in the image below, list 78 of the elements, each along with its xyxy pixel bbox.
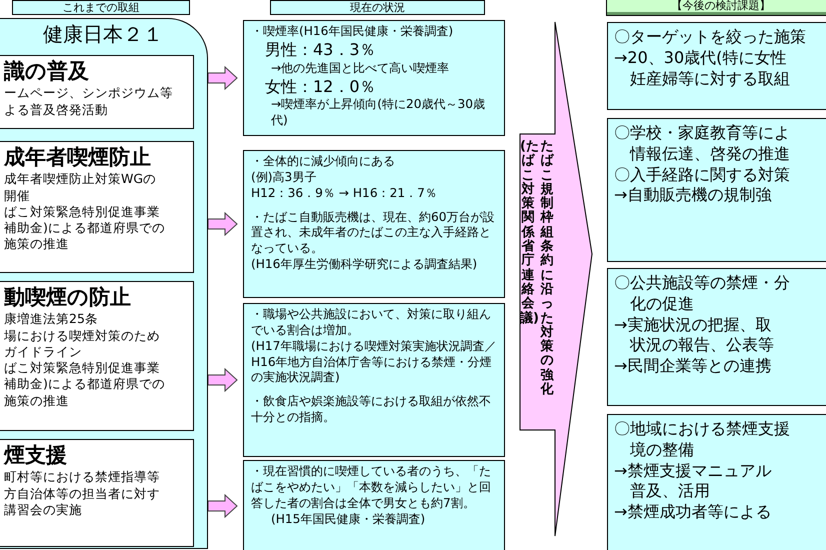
measure-box <box>0 281 194 431</box>
issue-box <box>607 414 826 550</box>
issue-box <box>607 118 826 262</box>
body-text: 講習会の実施 <box>4 502 83 518</box>
body-text: 〇学校・家庭教育等によ <box>614 123 791 144</box>
body-text: ・全体的に減少傾向にある <box>251 154 396 170</box>
body-text: ・職場や公共施設において、対策に取り組んでいる割合は増加。 <box>251 307 492 339</box>
header-box <box>270 0 485 15</box>
heading-text: 煙支援 <box>4 442 68 469</box>
body-text: ・たばこ自動販売機は、現在、約60万台が設置され、未成年者のたばこの主な入手経路となっている。 <box>251 210 496 258</box>
measure-box <box>0 55 194 129</box>
status-box <box>243 303 505 457</box>
body-text: ームページ、シンポジウム等 <box>4 85 174 102</box>
body-text: ばこ対策緊急特別促進事業 <box>4 204 161 220</box>
heading-text: 成年者喫煙防止 <box>4 144 152 171</box>
body-text: ・喫煙率(H16年国民健康・栄養調査) <box>251 24 454 40</box>
body-text: (H15年国民健康・栄養調査) <box>271 512 426 528</box>
block-arrow <box>208 212 238 236</box>
status-box <box>243 460 505 550</box>
body-text: (H17年職場における喫煙対策実施状況調査／H16年地方自治体庁舎等における禁煙・分煙の実施状況調査) <box>251 338 497 386</box>
body-text: →民間企業等との連携 <box>614 356 772 377</box>
body-text: ばこ対策緊急特別促進事業 <box>4 360 161 376</box>
body-text: (例)高3男子 <box>251 170 318 186</box>
body-text: 状況の報告、公表等 <box>630 335 775 356</box>
body-text: H12：36．9％ → H16：21．7％ <box>251 186 438 202</box>
vertical-text: (たばこ対策関係省庁連絡会議) <box>520 140 536 326</box>
body-text: →自動販売機の規制強 <box>614 185 772 206</box>
body-text: 〇地域における禁煙支援 <box>614 419 791 440</box>
body-text: 情報伝達、啓発の推進 <box>630 144 791 165</box>
body-text: 成年者喫煙防止対策WGの <box>4 171 158 188</box>
body-text: →喫煙率が上昇傾向(特に20歳代～30歳代) <box>271 97 486 130</box>
header-box <box>12 0 190 15</box>
heading-text: 識の普及 <box>4 58 90 85</box>
body-text: 妊産婦等に対する取組 <box>630 68 791 90</box>
issue-box <box>607 22 826 110</box>
group-panel <box>0 18 208 549</box>
body-text: 補助金)による都道府県での <box>4 376 166 393</box>
body-text: 女性：12．0％ <box>265 76 377 98</box>
heading-text: 動喫煙の防止 <box>4 284 132 311</box>
issue-box <box>607 268 826 406</box>
body-text: 施策の推進 <box>4 392 70 409</box>
header-text: 健康日本２１ <box>42 21 164 47</box>
header-text: 現在の状況 <box>349 1 406 16</box>
measure-box <box>0 141 194 273</box>
status-box <box>243 20 505 136</box>
body-text: →20、30歳代(特に女性 <box>614 48 788 69</box>
header-box <box>606 0 826 16</box>
body-text: →禁煙支援マニュアル <box>614 460 772 482</box>
body-text: よる普及啓発活動 <box>4 102 109 118</box>
body-text: 男性：43．3％ <box>265 40 377 61</box>
block-arrow <box>208 494 238 518</box>
body-text: 町村等における禁煙指導等 <box>4 469 161 486</box>
body-text: 方自治体等の担当者に対す <box>4 486 161 502</box>
body-text: ガイドライン <box>4 344 83 360</box>
body-text: 化の促進 <box>630 294 695 315</box>
body-text: (H16年厚生労働科学研究による調査結果) <box>251 257 478 274</box>
body-text: 開催 <box>4 188 31 204</box>
body-text: 補助金)による都道府県での <box>4 220 166 236</box>
body-text: 康増進法第25条 <box>4 311 99 328</box>
body-text: 〇ターゲットを絞った施策 <box>614 27 807 48</box>
block-arrow <box>208 66 238 90</box>
body-text: →実施状況の把握、取 <box>614 314 772 336</box>
body-text: 普及、活用 <box>630 481 711 502</box>
header-text: これまでの取組 <box>62 1 140 16</box>
body-text: 場における喫煙対策のため <box>4 328 161 344</box>
measure-box <box>0 439 194 547</box>
header-text: 【今後の検討課題】 <box>670 0 772 14</box>
body-text: 境の整備 <box>630 440 695 461</box>
body-text: ・現在習慣的に喫煙している者のうち、「たばこをやめたい」「本数を減らしたい」と回答した者の割合は全体で男女とも約7割。 <box>251 464 492 512</box>
status-box <box>243 150 505 298</box>
body-text: 〇入手経路に関する対策 <box>614 164 791 186</box>
vertical-text: たばこ規制枠組条約に沿った対策の強化 <box>539 140 555 398</box>
block-arrow <box>208 368 238 392</box>
body-text: 施策の推進 <box>4 236 70 253</box>
body-text: ・飲食店や娯楽施設等における取組が依然不十分との指摘。 <box>251 394 492 426</box>
body-text: →他の先進国と比べて高い喫煙率 <box>271 60 450 77</box>
body-text: 〇公共施設等の禁煙・分 <box>614 273 791 294</box>
body-text: →禁煙成功者等による <box>614 502 772 523</box>
